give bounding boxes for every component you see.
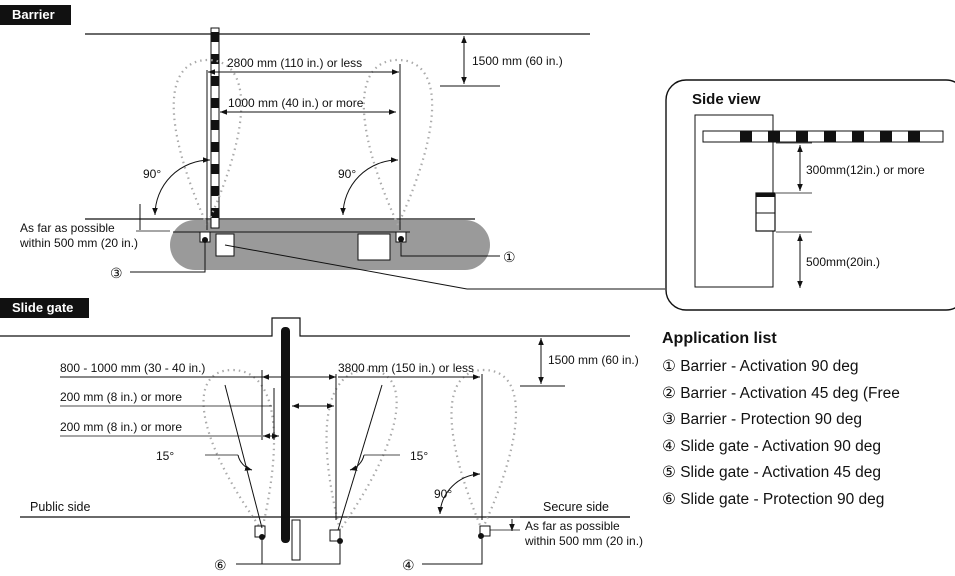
slide-angle-15-left: 15° — [156, 449, 174, 463]
side-view-sensor — [755, 192, 776, 232]
slide-detection-lobe-middle — [325, 368, 398, 533]
application-list: Application list ① Barrier - Activation … — [662, 330, 900, 513]
sensor-6-right-icon — [337, 538, 343, 544]
barrier-arm — [210, 27, 220, 229]
barrier-angle-left: 90° — [143, 167, 161, 181]
application-list-title: Application list — [662, 330, 777, 347]
side-view-panel: Side view 300mm(12in.) or more 500mm(20i… — [665, 79, 955, 311]
barrier-detection-lobe-right — [362, 58, 434, 228]
side-view-dim-bottom: 500mm(20in.) — [806, 255, 880, 269]
application-item-1: ① Barrier - Activation 90 deg — [662, 358, 859, 375]
slide-dim-height: 1500 mm (60 in.) — [548, 353, 639, 367]
barrier-dim-max-width: 2800 mm (110 in.) or less — [227, 56, 362, 70]
slide-dim-right: 3800 mm (150 in.) or less — [338, 361, 474, 375]
barrier-note-line1: As far as possible — [20, 221, 115, 235]
barrier-detection-lobe-left — [172, 58, 243, 228]
application-list-clip: Application list ① Barrier - Activation … — [655, 330, 955, 530]
sensor-1-icon — [398, 236, 404, 242]
slide-gate-section-tag: Slide gate — [0, 298, 90, 318]
application-item-5: ⑤ Slide gate - Activation 45 deg — [662, 464, 881, 481]
slide-detection-lobe-left — [202, 368, 276, 533]
sensor-6-right-housing — [329, 529, 341, 542]
slide-dim-200-a: 200 mm (8 in.) or more — [60, 390, 182, 404]
application-item-2: ② Barrier - Activation 45 deg (Free — [662, 384, 900, 402]
callout-6: ⑥ — [214, 557, 227, 573]
callout-1: ① — [503, 249, 516, 265]
sensor-4-housing — [479, 525, 491, 537]
slide-gate-leaf — [281, 327, 290, 543]
sensor-4-icon — [478, 533, 484, 539]
side-view-arm — [702, 130, 944, 143]
barrier-angle-right: 90° — [338, 167, 356, 181]
side-view-title: Side view — [692, 91, 761, 108]
slide-dim-200-b: 200 mm (8 in.) or more — [60, 420, 182, 434]
public-side-label: Public side — [30, 500, 90, 514]
application-item-3: ③ Barrier - Protection 90 deg — [662, 411, 862, 428]
sensor-6-left-icon — [259, 534, 265, 540]
barrier-dim-min-width: 1000 mm (40 in.) or more — [228, 96, 364, 110]
barrier-dim-height: 1500 mm (60 in.) — [472, 54, 563, 68]
callout-4: ④ — [402, 557, 415, 573]
barrier-diagram: 2800 mm (110 in.) or less 1000 mm (40 in… — [19, 27, 665, 290]
barrier-post-right — [357, 233, 391, 261]
slide-note-line1: As far as possible — [525, 519, 620, 533]
application-item-4: ④ Slide gate - Activation 90 deg — [662, 437, 881, 455]
side-view-dim-top: 300mm(12in.) or more — [806, 163, 925, 177]
sensor-3-icon — [202, 237, 208, 243]
slide-gate-diagram: 800 - 1000 mm (30 - 40 in.) 3800 mm (150… — [0, 317, 643, 573]
slide-note-line2: within 500 mm (20 in.) — [524, 534, 643, 548]
slide-detection-lobe-right — [450, 368, 517, 533]
slide-angle-90: 90° — [434, 487, 452, 501]
slide-dim-left: 800 - 1000 mm (30 - 40 in.) — [60, 361, 205, 375]
barrier-note-line2: within 500 mm (20 in.) — [19, 236, 138, 250]
barrier-section-tag: Barrier — [0, 5, 71, 25]
secure-side-label: Secure side — [543, 500, 609, 514]
slide-gate-rail — [291, 519, 301, 561]
application-item-6: ⑥ Slide gate - Protection 90 deg — [662, 490, 885, 508]
slide-angle-15-right: 15° — [410, 449, 428, 463]
callout-3: ③ — [110, 265, 123, 281]
